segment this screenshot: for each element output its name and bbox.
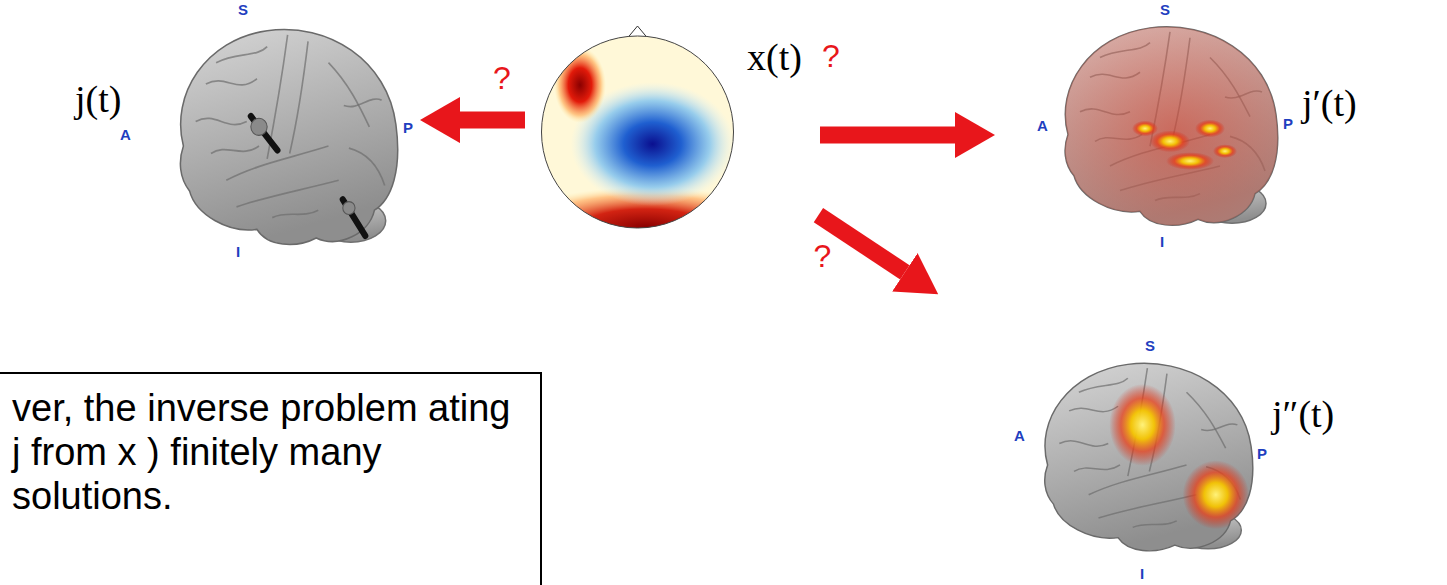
brain-sulcus (290, 41, 308, 153)
math-label: j(t) (75, 80, 121, 118)
orientation-letter: I (1140, 566, 1144, 581)
orientation-letter: S (1145, 338, 1155, 353)
activity-blob (1109, 384, 1176, 466)
dipole-stick (251, 116, 278, 150)
brain-sulcus (272, 210, 318, 217)
activity-wash (1050, 23, 1300, 240)
brain-node: j′(t) (1050, 18, 1280, 235)
orientation-letter: A (1014, 428, 1025, 443)
orientation-letter: S (238, 2, 248, 17)
brain-sulcus (196, 118, 247, 124)
activity-spot (1150, 130, 1190, 152)
orientation-letter: P (1283, 116, 1293, 131)
activity-spot (1132, 121, 1158, 137)
brain-sulcus (1069, 406, 1118, 411)
activity-spot (1213, 144, 1237, 158)
note-text: ver, the inverse problem ating j from x … (12, 386, 520, 518)
activity-blob (1183, 460, 1250, 529)
brain-outline (1045, 363, 1253, 550)
block-arrow (818, 215, 904, 272)
brain-node: j″(t) (1030, 355, 1255, 560)
brain-sulcus (328, 63, 369, 127)
brain-sulcus (1059, 441, 1108, 446)
brain-sulcus (216, 47, 267, 63)
edge-label: ? (493, 62, 511, 94)
orientation-letter: I (236, 244, 240, 259)
brain-outline (180, 29, 397, 244)
edge-label: ? (822, 40, 840, 72)
block-arrow (820, 127, 955, 144)
orientation-letter: P (403, 120, 413, 135)
dipole-source (343, 202, 355, 215)
brain-illustration (1030, 355, 1255, 560)
brain-sulcus (344, 99, 382, 107)
dipole-stick (343, 199, 365, 235)
scalp-topomap (540, 10, 735, 235)
brain-illustration (1050, 18, 1280, 235)
text-box: ver, the inverse problem ating j from x … (0, 372, 542, 585)
brain-sulcus (206, 79, 257, 85)
orientation-letter: S (1160, 2, 1170, 17)
activity-spot (1166, 152, 1214, 170)
brain-sulcus (237, 180, 339, 207)
orientation-letter: P (1257, 446, 1267, 461)
brain-sulcus (211, 146, 259, 153)
map-ground (540, 10, 735, 235)
brain-sulcus (1074, 465, 1120, 472)
brain-sulcus (1098, 495, 1196, 518)
head-outline (542, 36, 734, 228)
topomap-node: x(t) (540, 10, 735, 235)
positive-blob (554, 47, 606, 123)
math-label: j″(t) (1272, 395, 1334, 433)
activity-spot (1195, 120, 1225, 138)
dipole-source (251, 118, 267, 135)
block-arrow (460, 112, 525, 129)
orientation-letter: A (1037, 118, 1048, 133)
brain-node: j(t) (165, 20, 400, 255)
brain-sulcus (349, 148, 385, 185)
math-label: j′(t) (1302, 84, 1357, 122)
brain-sulcus (1201, 424, 1237, 431)
orientation-letter: I (1160, 234, 1164, 249)
orientation-letter: A (120, 127, 131, 142)
brain-sulcus (1187, 392, 1226, 448)
math-label: x(t) (747, 38, 802, 76)
edge-label: ? (813, 240, 831, 272)
brain-sulcus (1133, 521, 1177, 528)
brain-illustration (165, 20, 400, 255)
brain-sulcus (1079, 378, 1128, 392)
